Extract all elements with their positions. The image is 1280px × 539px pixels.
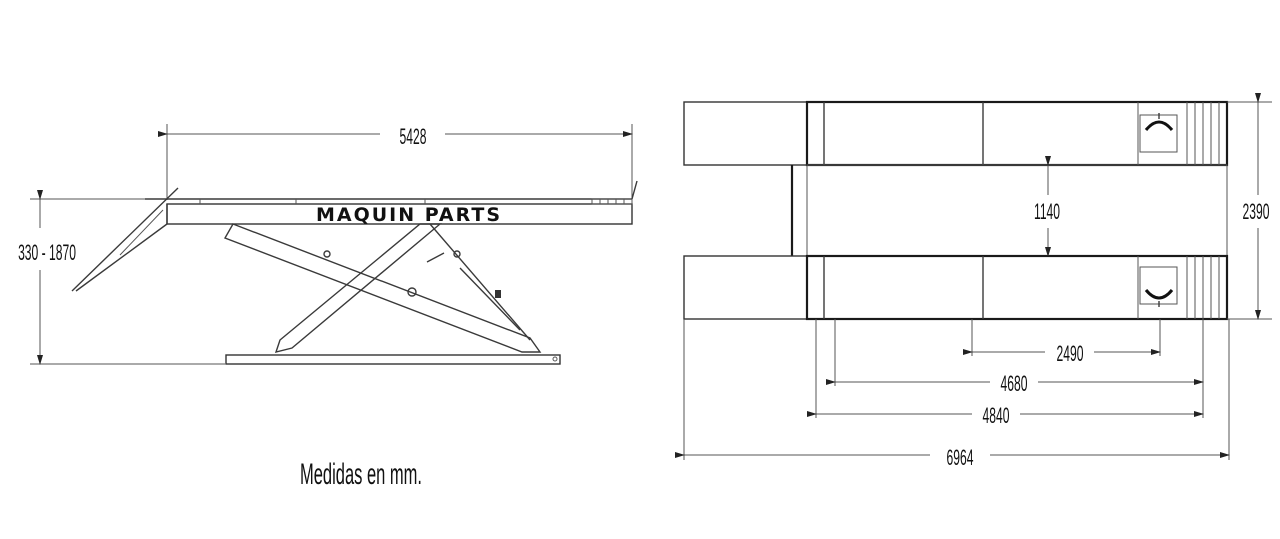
side-view: 5428 330 - 1870 MAQUIN PARTS [18,124,638,365]
dim-height: 330 - 1870 [18,190,225,365]
dim-total-label: 6964 [947,445,974,470]
dim-total: 6964 [675,319,1230,470]
units-note: Medidas en mm. [300,458,422,491]
runway-upper [683,100,1229,167]
platform: MAQUIN PARTS [145,180,638,226]
dim-4840-label: 4840 [983,403,1010,428]
ramp [71,187,179,292]
dim-2490-label: 2490 [1057,341,1084,366]
dim-length: 5428 [158,124,633,200]
brand-label: MAQUIN PARTS [316,204,502,226]
dim-gap: 1140 [1034,156,1060,257]
crossbar [790,164,1228,257]
runway-lower [683,254,1229,321]
dim-gap-label: 1140 [1034,199,1060,224]
base-plate [225,354,561,365]
dim-height-label: 330 - 1870 [18,240,76,265]
dim-4840: 4840 [807,319,1204,428]
dim-2490: 2490 [963,319,1161,366]
dim-4680: 4680 [826,319,1204,418]
dim-width-label: 2390 [1243,199,1270,224]
dim-width: 2390 [1227,93,1272,320]
dim-4680-label: 4680 [1001,371,1028,396]
dim-length-label: 5428 [400,124,427,149]
scissor-mechanism [223,223,542,353]
top-view: 1140 2390 2490 4680 [675,93,1272,470]
